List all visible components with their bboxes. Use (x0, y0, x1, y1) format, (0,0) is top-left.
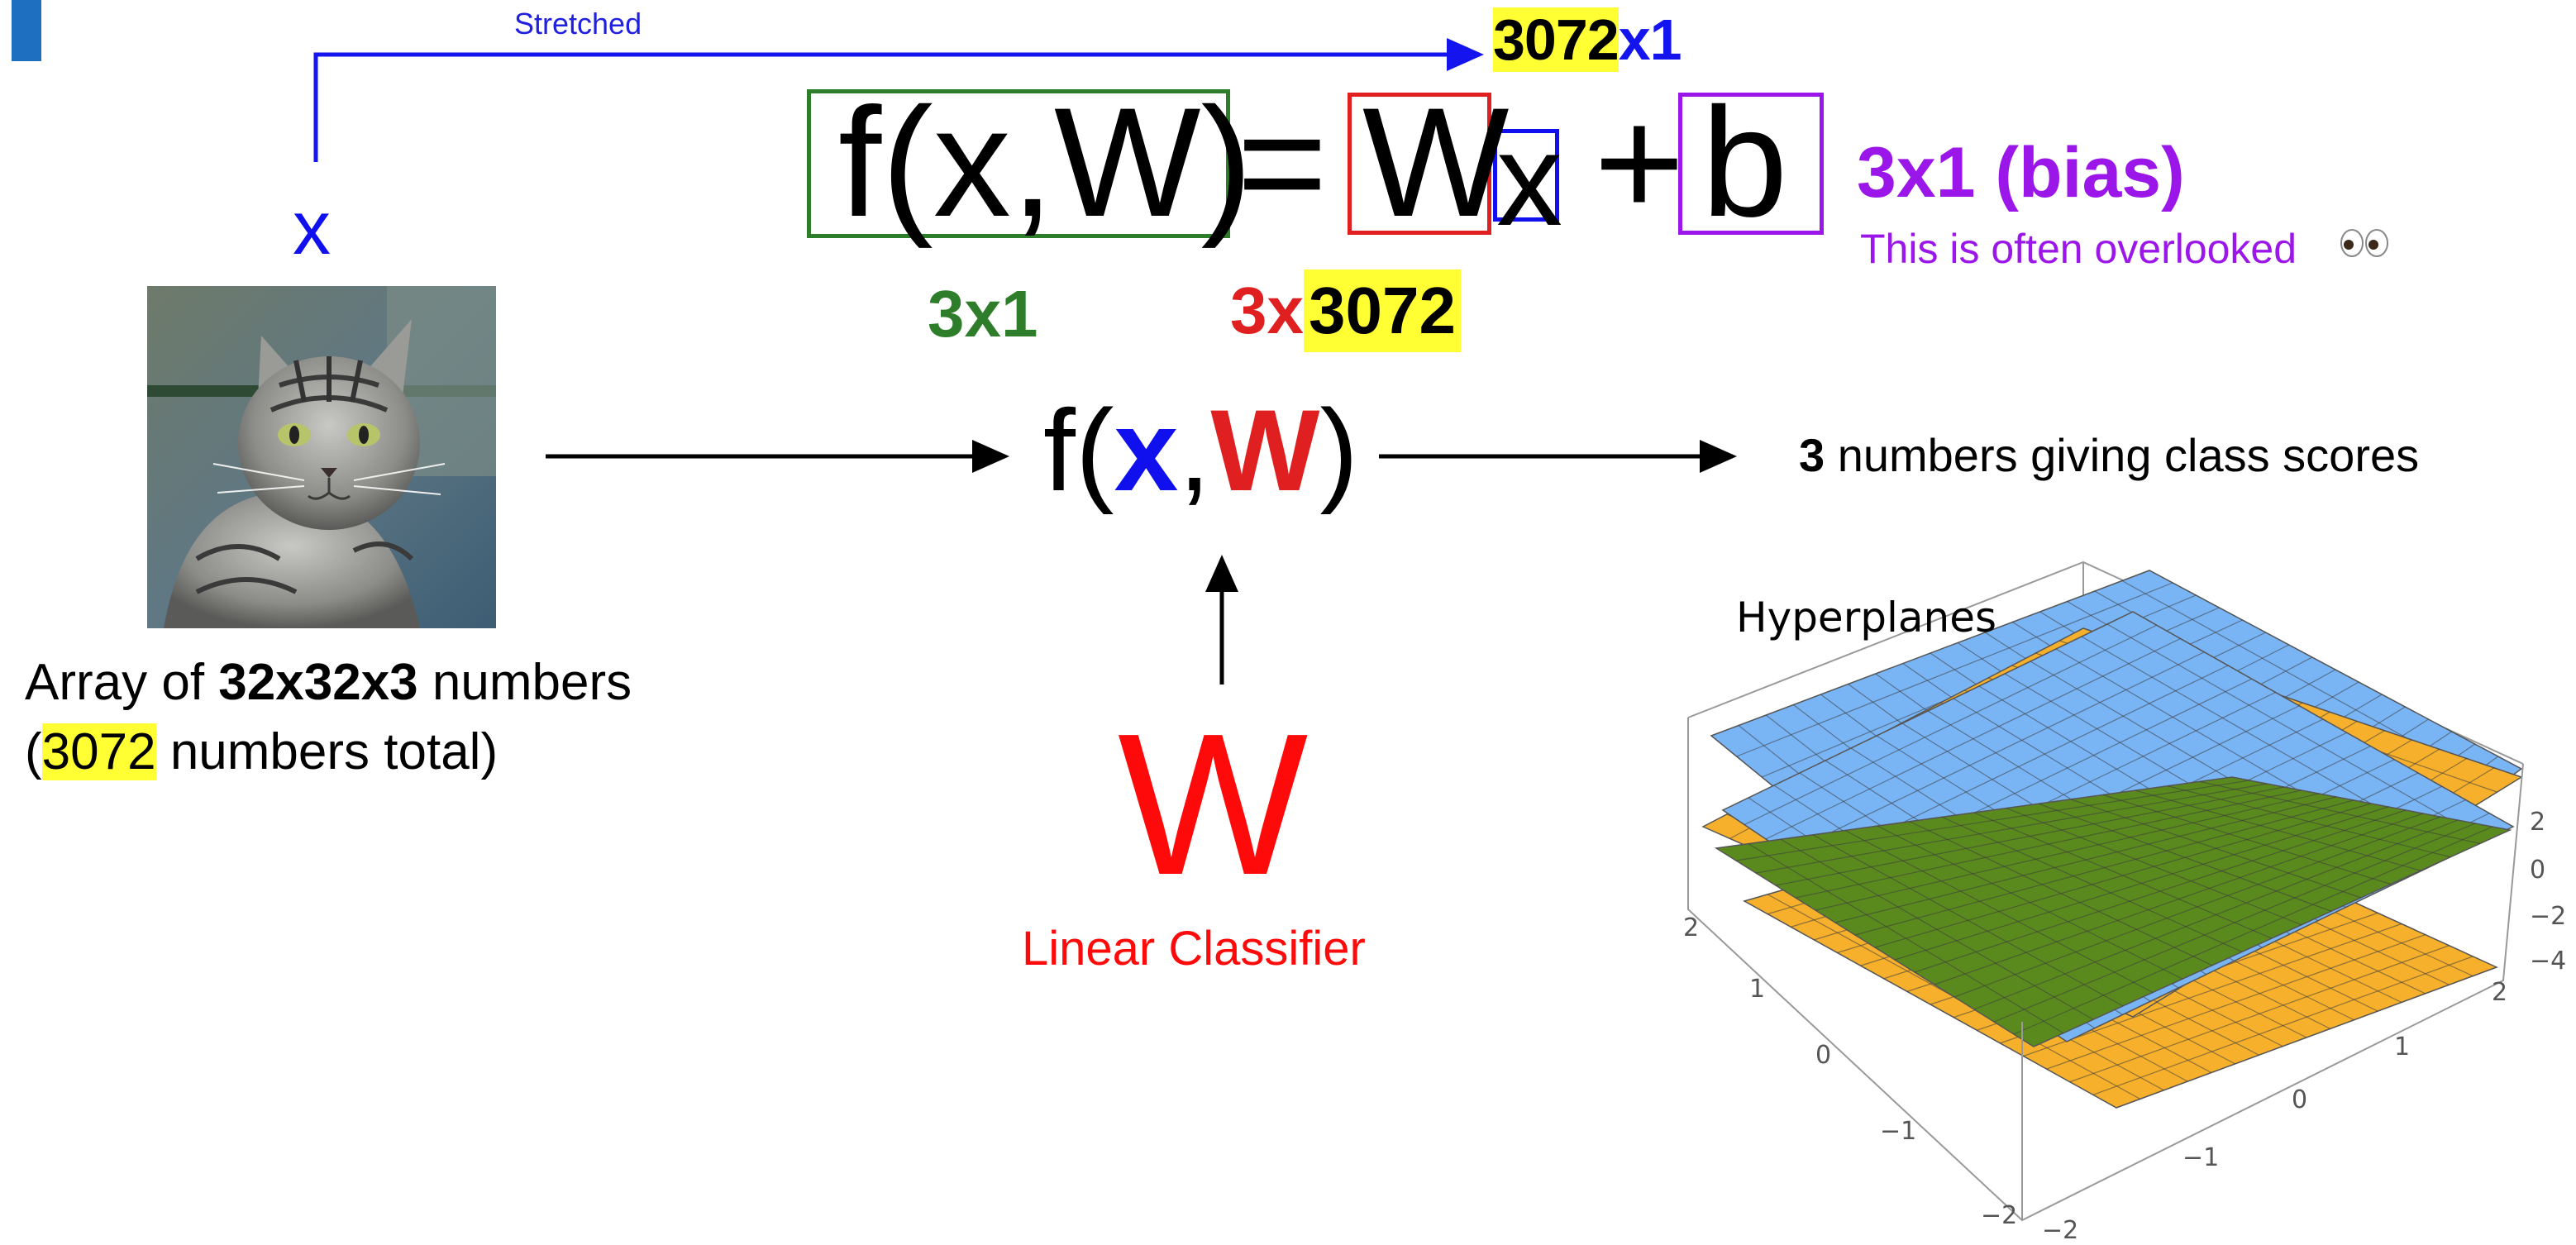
linear-classifier-label: Linear Classifier (1022, 922, 1366, 975)
x-tick-label: 0 (1815, 1041, 1831, 1070)
y-tick-label: 1 (2394, 1033, 2410, 1061)
equation-f: f(x,W) (838, 75, 1253, 249)
plane-green-gridline (2199, 780, 2481, 844)
stretched-arrow (313, 38, 1484, 162)
plane-green-gridline (1894, 806, 2389, 961)
equation-x: x (1496, 105, 1562, 253)
weight-dims-value: 3072 (1303, 270, 1461, 352)
x-tick-label: 1 (1749, 975, 1765, 1004)
plane-green-gridline (2167, 785, 2451, 858)
caption-line-2-post: numbers total) (155, 723, 499, 780)
stretched-dims: 3072x1 (1493, 7, 1682, 73)
plot-ticks: 2 0 −2 −4 2 1 0 −1 −2 2 1 0 −1 −2 (1683, 808, 2566, 1245)
caption-line-1-post: numbers (417, 654, 632, 711)
plane-blue-mid-gridline (2106, 623, 2486, 841)
hyperplanes-plot: 2 0 −2 −4 2 1 0 −1 −2 2 1 0 −1 −2 (1683, 560, 2566, 1245)
eyes-icon (2340, 229, 2388, 257)
plane-green-gridline (1914, 809, 2407, 973)
equation-equals: = (1237, 75, 1328, 249)
plane-green-gridline (2070, 799, 2362, 899)
plane-green-gridline (2038, 803, 2332, 912)
plane-green-gridline (2135, 789, 2421, 871)
y-tick-label: 0 (2292, 1085, 2307, 1114)
caption-line-1: Array of 32x32x3 numbers (25, 653, 632, 712)
bias-note: This is often overlooked (1860, 226, 2297, 272)
weight-dims: 3x3072 (1230, 270, 1461, 352)
stretched-dims-value: 3072 (1493, 7, 1620, 72)
weight-dims-prefix: 3x (1230, 274, 1304, 347)
equation-b-box (1678, 93, 1824, 235)
plane-green-gridline (2006, 808, 2302, 926)
plane-orange-lower-gridline (2092, 956, 2473, 1095)
corner-tab (12, 0, 41, 61)
plane-green-gridline (1993, 823, 2476, 1023)
equation-plus: + (1594, 75, 1685, 249)
x-tick-label: 2 (1683, 913, 1699, 942)
z-tick-label: 2 (2530, 808, 2545, 837)
equation-b: b (1701, 75, 1788, 249)
plane-green (1714, 776, 2512, 1047)
plane-orange-lower-gridline (2069, 945, 2450, 1083)
caption-line-2-open: ( (25, 723, 42, 780)
equation-x-box (1493, 129, 1559, 222)
class-scores-count: 3 (1799, 429, 1825, 481)
cat-image (147, 286, 496, 628)
z-tick-label: −2 (2530, 902, 2566, 931)
plot-box-front (1687, 718, 2524, 1222)
function-x: x (1114, 385, 1179, 515)
caption-line-2: (3072 numbers total) (25, 723, 498, 781)
plane-orange-lower-gridline (2046, 934, 2426, 1070)
plane-green-gridline (2013, 826, 2493, 1035)
equation-w: W (1362, 75, 1510, 249)
plane-orange-lower-gridline (2023, 923, 2402, 1057)
equation-f-box (807, 89, 1230, 238)
x-tick-label: −1 (1880, 1117, 1916, 1146)
plot-planes (1701, 570, 2523, 1109)
weights-symbol: W (1118, 691, 1309, 917)
equation-w-box (1348, 93, 1491, 235)
z-tick-label: −4 (2530, 947, 2566, 975)
stretched-label: Stretched (514, 7, 642, 41)
class-scores-label: numbers giving class scores (1825, 429, 2420, 481)
caption-line-1-pre: Array of (25, 654, 219, 711)
y-tick-label: −1 (2182, 1143, 2219, 1172)
function-open: f( (1043, 385, 1114, 515)
plot-title: Hyperplanes (1736, 594, 1997, 642)
function-w: W (1210, 385, 1320, 515)
function-close: ) (1319, 385, 1359, 515)
plane-green-gridline (1953, 816, 2441, 998)
input-x-label: x (293, 186, 331, 270)
x-tick-label: −2 (1981, 1201, 2017, 1230)
function-expression: f(x,W) (1043, 389, 1358, 513)
y-tick-label: −2 (2042, 1216, 2078, 1245)
bias-dims: 3x1 (bias) (1857, 133, 2185, 212)
caption-line-2-total: 3072 (41, 723, 156, 780)
y-tick-label: 2 (2492, 978, 2507, 1007)
function-comma: , (1178, 385, 1211, 515)
class-scores-text: 3 numbers giving class scores (1799, 428, 2419, 482)
plane-green-gridline (1973, 819, 2459, 1010)
plane-green-gridline (2102, 794, 2392, 885)
z-tick-label: 0 (2530, 856, 2545, 885)
plane-green-gridline (1934, 813, 2424, 985)
output-dims: 3x1 (928, 277, 1038, 351)
plane-green-gridline (1973, 812, 2273, 939)
stretched-dims-suffix: x1 (1618, 7, 1682, 72)
caption-line-1-dims: 32x32x3 (218, 654, 418, 711)
